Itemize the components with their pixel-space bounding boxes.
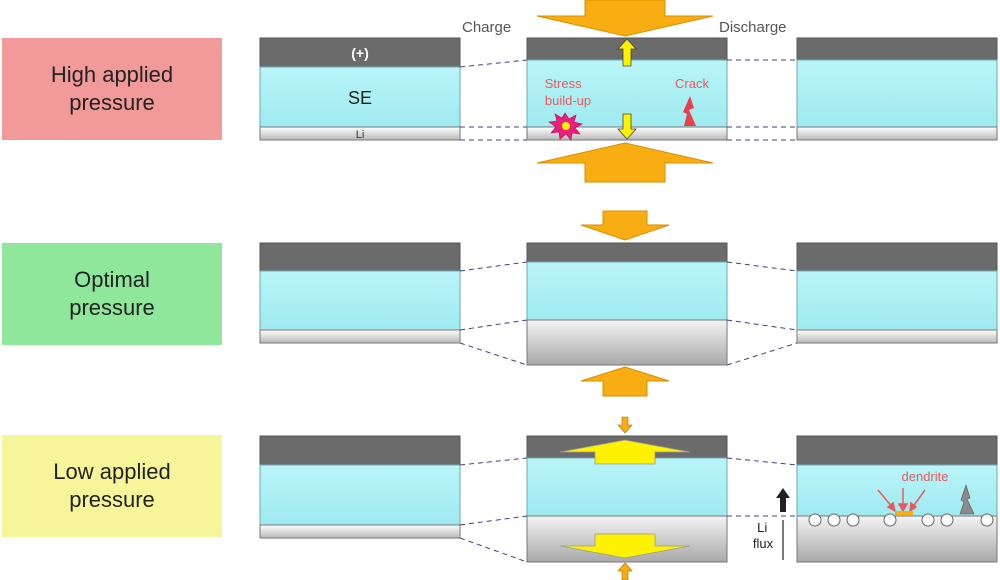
interface-voids (808, 513, 994, 527)
row-label-optimal-pressure: Optimal pressure (2, 243, 222, 345)
row2-cell-initial (259, 242, 461, 344)
row3-connectors (459, 457, 798, 563)
row1-connectors (459, 59, 797, 141)
row-label-high-pressure: High applied pressure (2, 38, 222, 140)
arrow-down-small-icon (617, 113, 637, 140)
li-flux-label: Li flux (753, 520, 774, 551)
row1-cell-discharge (796, 37, 998, 141)
row3-cell-discharge (796, 435, 998, 563)
arrow-up-tiny-icon (617, 562, 633, 580)
arrow-up-large-icon (536, 142, 714, 183)
header-charge: Charge (462, 19, 511, 36)
row2-connectors (459, 261, 798, 366)
row2-cell-discharge (796, 242, 998, 344)
arrow-up-small-icon (617, 38, 637, 67)
arrow-down-tiny-icon (617, 416, 633, 434)
lithium-layer (259, 126, 461, 141)
anode-label: Li (356, 129, 365, 141)
row-label-optimal-text: Optimal pressure (69, 267, 155, 320)
electrolyte-layer (259, 66, 461, 128)
dendrite-arrows-icon (877, 488, 926, 513)
crack-annotation: Crack (675, 76, 709, 91)
row3-cell-initial (259, 435, 461, 539)
row-label-high-text: High applied pressure (50, 62, 174, 115)
arrow-expand-up-icon (559, 439, 691, 465)
dendrite-label: dendrite (902, 469, 949, 484)
cathode-label: (+) (351, 45, 369, 61)
row-label-low-text: Low applied pressure (53, 459, 171, 512)
stress-line1: Stress (545, 76, 582, 91)
arrow-down-large-icon (536, 0, 714, 37)
cathode-layer (259, 37, 461, 68)
crack-icon (683, 96, 696, 126)
stress-line2: build-up (545, 93, 591, 108)
arrow-down-medium-icon (580, 210, 670, 241)
dendrite-icon (959, 484, 975, 515)
row-label-low-pressure: Low applied pressure (2, 435, 222, 537)
li-flux-arrow-icon (776, 488, 790, 512)
arrow-expand-down-icon (559, 533, 691, 559)
stress-annotation: Stress build-up (545, 76, 591, 108)
electrolyte-label: SE (348, 88, 372, 108)
header-discharge: Discharge (719, 19, 787, 36)
arrow-up-medium-icon (580, 366, 670, 397)
dendrite-seed (895, 511, 913, 515)
row2-cell-charge (526, 242, 728, 366)
row1-cell-initial: (+) SE Li (259, 37, 461, 141)
